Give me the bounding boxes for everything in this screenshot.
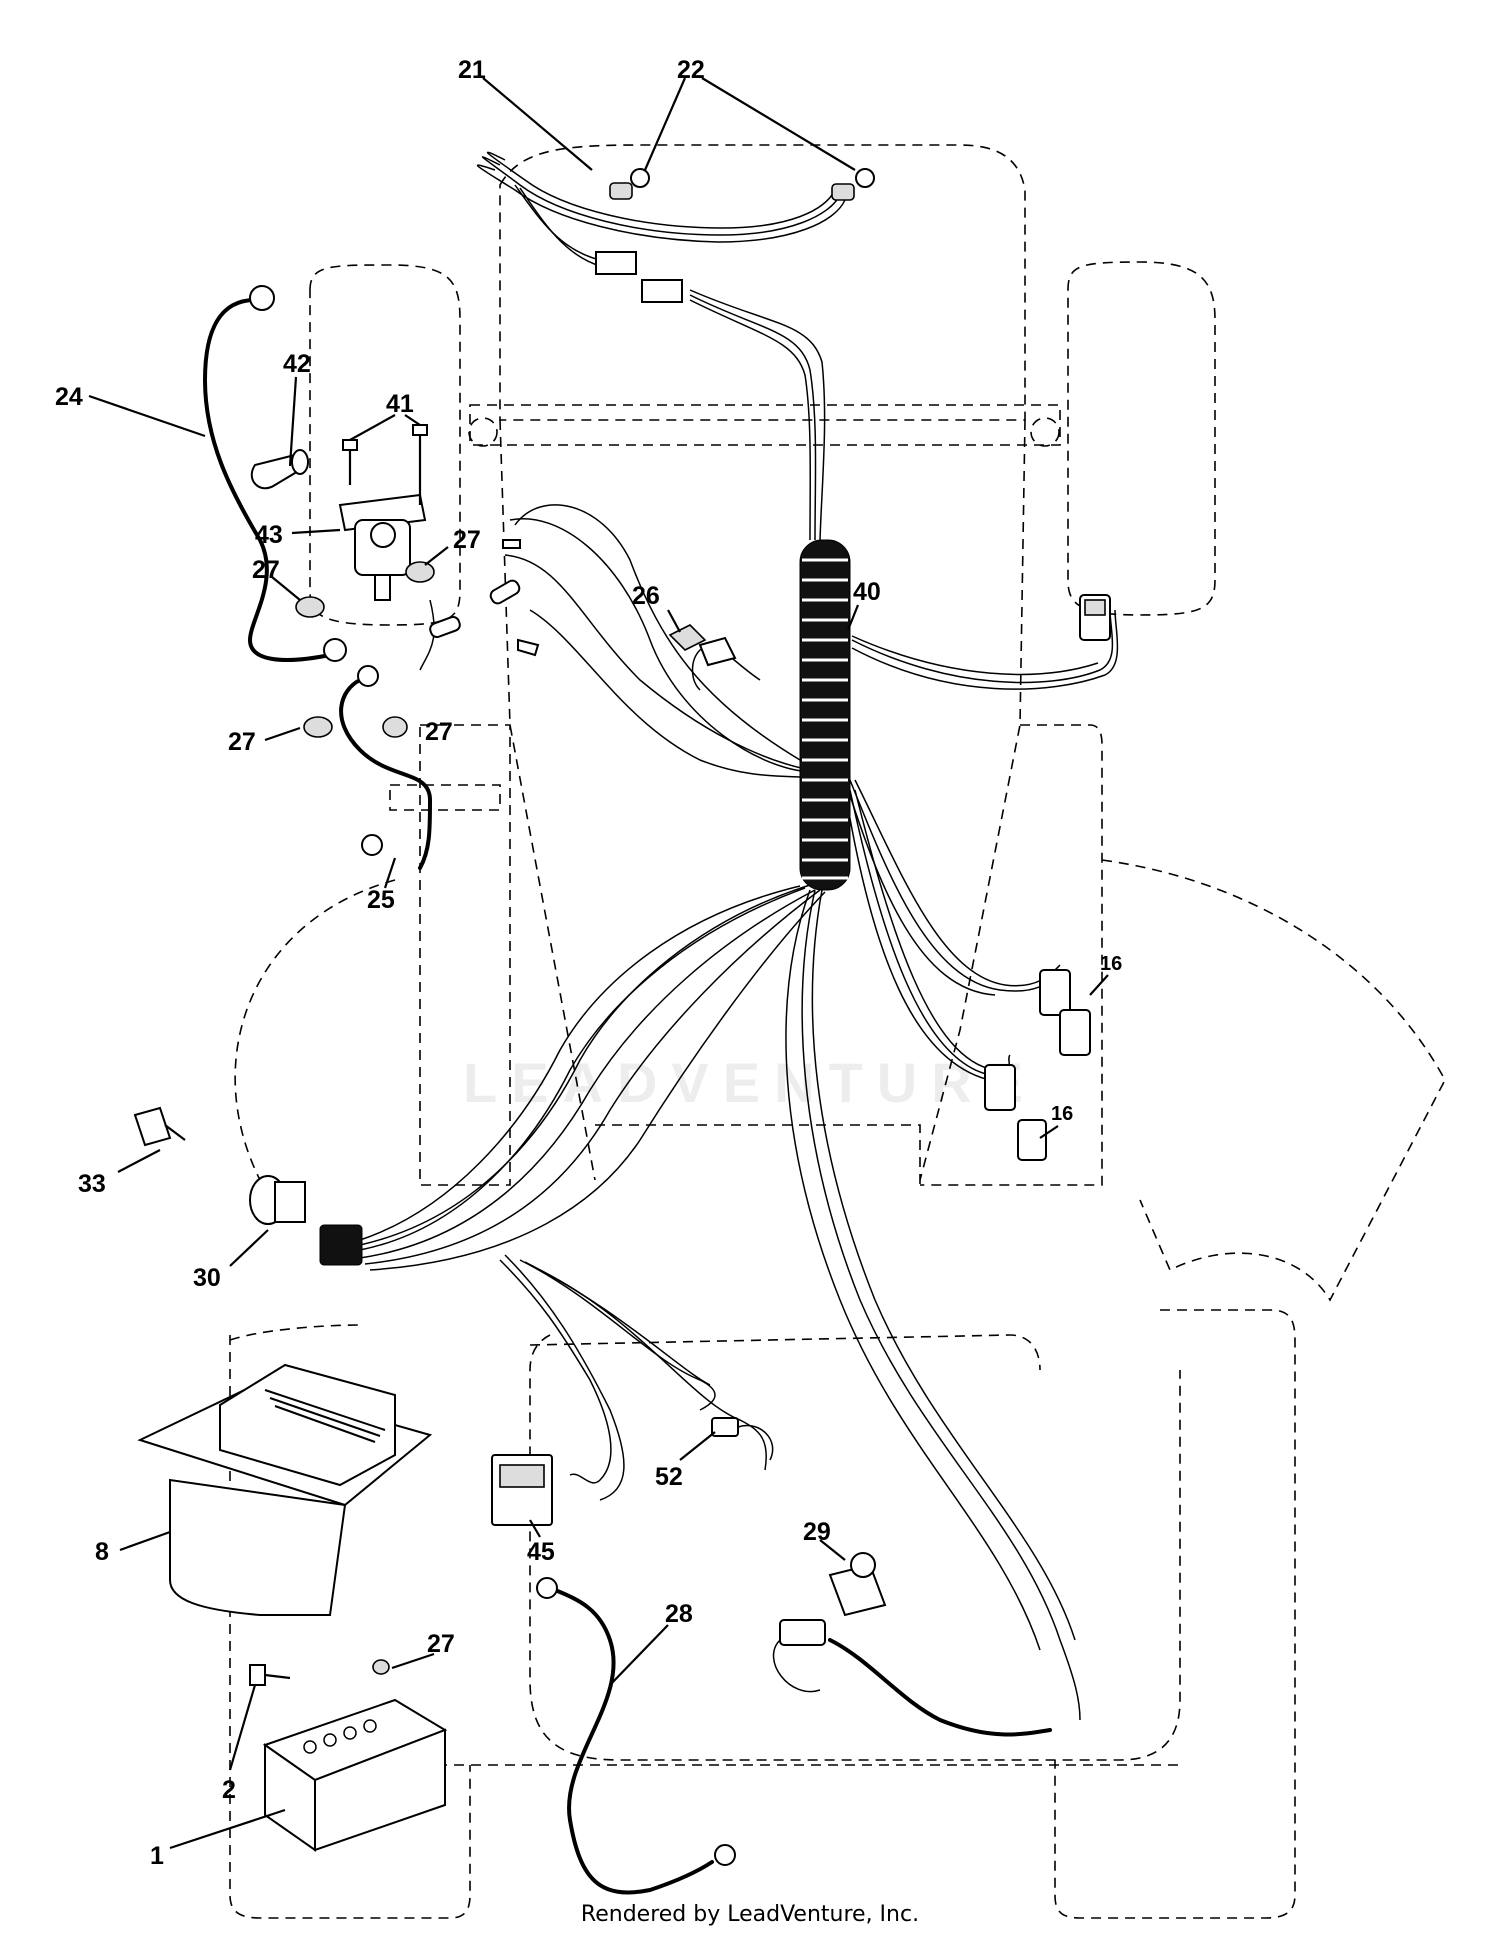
callout-52: 52 — [655, 1463, 683, 1491]
callout-27c: 27 — [228, 728, 256, 756]
callout-25: 25 — [367, 886, 395, 914]
switch-16-lower — [984, 1064, 1047, 1161]
headlight-harness-21 — [476, 151, 855, 303]
ignition-key-33 — [133, 1106, 186, 1147]
solenoid-connectors — [419, 539, 540, 671]
leader-lines — [88, 77, 1109, 1850]
leadventure-watermark: LEADVENTURE — [462, 1051, 1038, 1114]
hour-meter-45 — [491, 1454, 553, 1526]
callout-21: 21 — [458, 56, 486, 84]
harness-headlight-connector — [641, 279, 683, 303]
callout-2: 2 — [222, 1776, 236, 1804]
callout-24: 24 — [55, 383, 83, 411]
callout-43: 43 — [255, 521, 283, 549]
callout-29: 29 — [803, 1518, 831, 1546]
callout-27e: 27 — [427, 1630, 455, 1658]
callout-26: 26 — [632, 582, 660, 610]
starter-cable-25 — [339, 665, 433, 870]
callout-45: 45 — [527, 1538, 555, 1566]
seat-switch-29 — [772, 1552, 1052, 1737]
starter-solenoid-43 — [338, 493, 427, 601]
ignition-switch-30 — [249, 1175, 363, 1266]
headlight-bulbs-22 — [630, 168, 875, 188]
callout-1: 1 — [150, 1842, 164, 1870]
render-credit: Rendered by LeadVenture, Inc. — [580, 1902, 920, 1927]
wiring-harness-40 — [359, 289, 1119, 1721]
callout-42: 42 — [283, 350, 311, 378]
tractor-outline — [229, 144, 1446, 1919]
callout-41: 41 — [386, 390, 414, 418]
callout-8: 8 — [95, 1538, 109, 1566]
solenoid-boot-42 — [250, 449, 309, 490]
nuts-27 — [295, 561, 435, 1675]
callout-40: 40 — [853, 578, 881, 606]
callout-labels: 21 22 24 42 41 43 27 27 27 27 27 26 40 2… — [55, 56, 1122, 1870]
callout-30: 30 — [193, 1264, 221, 1292]
upper-right-connector — [1079, 594, 1111, 641]
callout-28: 28 — [665, 1600, 693, 1628]
ground-cable-24 — [202, 285, 347, 662]
callout-27b: 27 — [252, 556, 280, 584]
callout-33: 33 — [78, 1170, 106, 1198]
battery-cable-28 — [536, 1577, 736, 1895]
headlight-socket-right — [831, 183, 855, 201]
callout-16a: 16 — [1100, 953, 1122, 975]
headlight-connector-plug — [595, 251, 637, 275]
battery-box-8 — [137, 1363, 433, 1616]
connector-52 — [711, 1417, 774, 1461]
callout-27d: 27 — [425, 718, 453, 746]
callout-22: 22 — [677, 56, 705, 84]
convoluted-loom — [799, 539, 851, 891]
switch-16-upper — [1039, 969, 1091, 1056]
battery-1 — [262, 1698, 448, 1852]
callout-27a: 27 — [453, 526, 481, 554]
battery-bolt-2 — [249, 1664, 291, 1686]
callout-16b: 16 — [1051, 1103, 1073, 1125]
headlight-socket-left — [609, 182, 633, 200]
